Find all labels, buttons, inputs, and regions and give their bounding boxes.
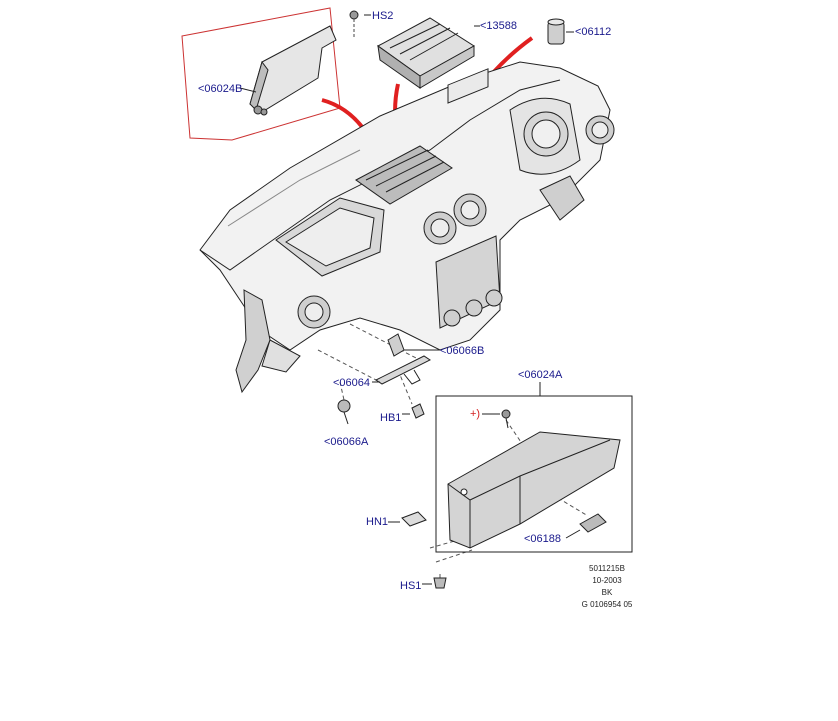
callout-06024a: <06024A [518,369,563,381]
callout-06188: <06188 [524,533,562,545]
callout-13588: <13588 [480,20,518,32]
dashboard-assembly [199,61,615,394]
drawing-ref: G 0106954 05 [581,600,633,609]
glovebox-screw [482,409,511,429]
part-06024a-glovebox [447,431,621,549]
part-hn1 [388,511,427,527]
callout-06066b: <06066B [440,345,485,357]
part-06188-latch [565,513,607,539]
part-06064-plate [372,355,431,385]
part-hb1 [402,403,425,419]
drawing-date: 10-2003 [592,576,622,585]
drawing-number: 5011215B [589,564,625,573]
part-hs1 [422,577,447,589]
part-06024b-lid [249,25,337,116]
callout-ticks [239,25,574,93]
callout-hs2: HS2 [372,10,394,22]
callout-hb1: HB1 [380,412,402,424]
part-06112-cap [547,18,565,45]
glovebox-detail-frame [435,382,633,553]
callout-06064: <06064 [333,377,371,389]
callout-plus-marker: +) [470,408,481,420]
highlight-outline [181,7,341,141]
callout-06024b: <06024B [198,83,243,95]
callout-hn1: HN1 [366,516,389,528]
callout-hs1: HS1 [400,580,422,592]
callout-06112: <06112 [575,26,612,38]
part-06066b-clip [387,333,440,357]
part-13588-grille [377,17,475,89]
callout-06066a: <06066A [324,436,369,448]
drawing-code: BK [601,588,613,597]
screw-hs2 [349,10,371,38]
part-06066a-bolt [337,399,351,425]
